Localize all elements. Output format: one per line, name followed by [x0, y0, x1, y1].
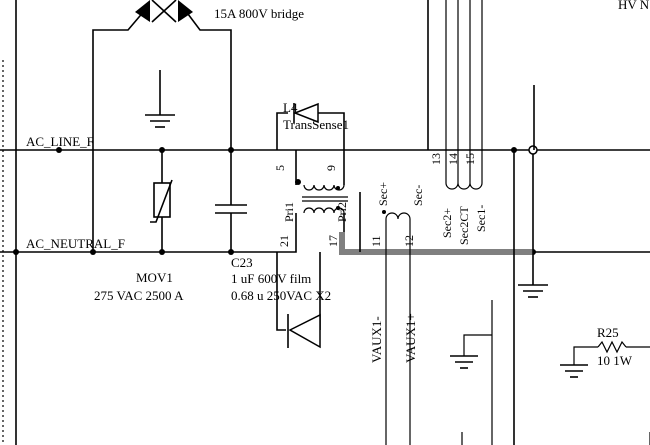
pin-number: 14 [446, 153, 460, 165]
pin-label: Pri1 [282, 202, 296, 222]
pin-label: Sec1- [474, 205, 488, 232]
resistor-ref: R25 [597, 325, 619, 340]
pin-number: 5 [273, 165, 287, 171]
cap-ref: C23 [231, 255, 253, 270]
pin-number: 9 [324, 165, 338, 171]
junction-dot [56, 147, 62, 153]
hv-label: HV N [618, 0, 650, 12]
pin-label: Sec2+ [440, 208, 454, 238]
r25-wire [573, 346, 598, 365]
bridge-diode-icon [135, 0, 150, 22]
pin-label: Sec+ [376, 182, 390, 206]
primary-coil [303, 207, 345, 214]
transformer-ref: L4 [283, 100, 298, 115]
polarity-dot [295, 179, 301, 185]
snubber-wire [318, 112, 345, 150]
bridge-wire-left [92, 9, 146, 252]
connector-terminal [528, 145, 538, 155]
cap-value2: 0.68 u 250VAC X2 [231, 288, 331, 303]
junction-dot [90, 249, 96, 255]
bridge-wire-right [184, 9, 232, 150]
junction-dot [13, 249, 19, 255]
polarity-dot [382, 210, 386, 214]
bridge-wire [151, 0, 177, 23]
pin-label: Sec- [411, 185, 425, 206]
ground-wire [463, 334, 492, 356]
sec2-coil [445, 182, 483, 190]
ac-line-label: AC_LINE_F [26, 134, 94, 149]
transformer-name: TransSense1 [283, 117, 349, 132]
snubber-wire [276, 252, 286, 331]
vaux-minus-label: VAUX1- [369, 316, 384, 363]
resistor-symbol [597, 340, 627, 354]
pin-number: 17 [326, 235, 340, 247]
xfmr-lead [280, 213, 297, 253]
primary-coil [303, 184, 345, 191]
resistor-value: 10 1W [597, 353, 633, 368]
ac-neutral-label: AC_NEUTRAL_F [26, 236, 125, 251]
aux-coil [385, 212, 411, 220]
bridge-desc: 15A 800V bridge [214, 6, 304, 21]
mov-symbol [153, 182, 171, 218]
cap-value1: 1 uF 600V film [231, 271, 311, 286]
pin-number: 12 [402, 235, 416, 247]
snubber-wire [276, 112, 288, 150]
highlighted-net [339, 232, 533, 255]
mov-ref: MOV1 [136, 270, 173, 285]
vaux-plus-label: VAUX1+ [403, 313, 418, 363]
polarity-dot [336, 186, 340, 190]
diode-icon [288, 313, 321, 349]
pin-number: 15 [463, 153, 477, 165]
polarity-dot [336, 206, 340, 210]
mov-symbol [150, 179, 173, 223]
pin-number: 21 [277, 235, 291, 247]
pin-label: Pri2 [335, 202, 349, 222]
bridge-diode-icon [178, 0, 193, 22]
pin-number: 13 [429, 153, 443, 165]
pin-label: Sec2CT [457, 206, 471, 245]
pin-number: 11 [369, 235, 383, 247]
mov-value: 275 VAC 2500 A [94, 288, 184, 303]
diode-icon [292, 102, 319, 124]
